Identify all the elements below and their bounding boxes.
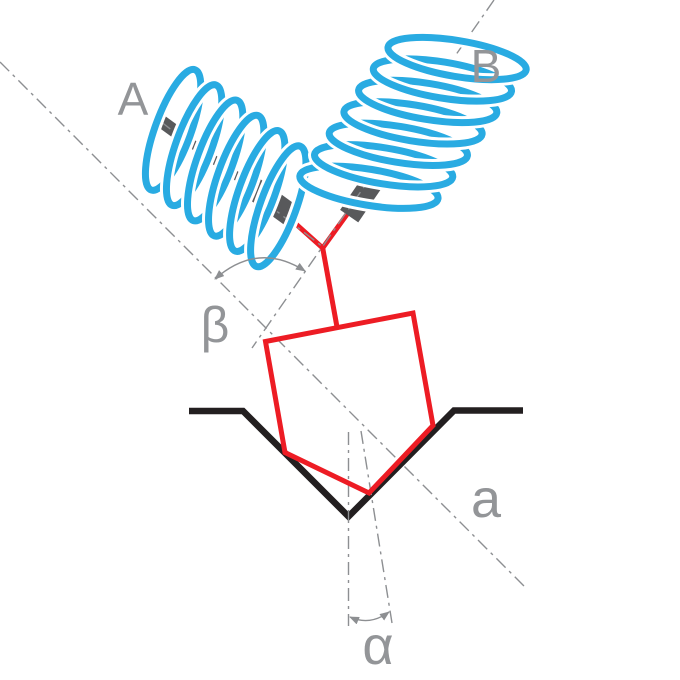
coil-loop [183,96,247,225]
coil-loop [369,55,516,105]
main-reference-centerline [0,61,525,587]
stem-link [320,247,340,328]
label-spring-b: B [471,40,502,92]
coil-loop [340,98,486,148]
spring-a-coil [138,62,313,274]
label-spring-a: A [118,73,149,125]
coil-loop [141,65,205,194]
coil-loop [355,76,501,127]
beta-angle-arc [214,257,306,280]
workpiece-body [262,310,436,497]
coil-loop [296,162,442,212]
coil-loop [325,119,471,169]
coil-loop [311,141,457,191]
coil-loop [384,33,530,84]
coil-loop [226,127,289,255]
tilted-contact-centerline [360,430,393,624]
coil-loop [162,81,226,210]
spring-b-coil [293,30,533,215]
label-alpha: α [362,616,393,676]
coil-loop [205,111,268,240]
label-axis-a: a [471,469,502,529]
alpha-angle-arc [349,611,390,625]
label-beta: β [201,297,230,353]
